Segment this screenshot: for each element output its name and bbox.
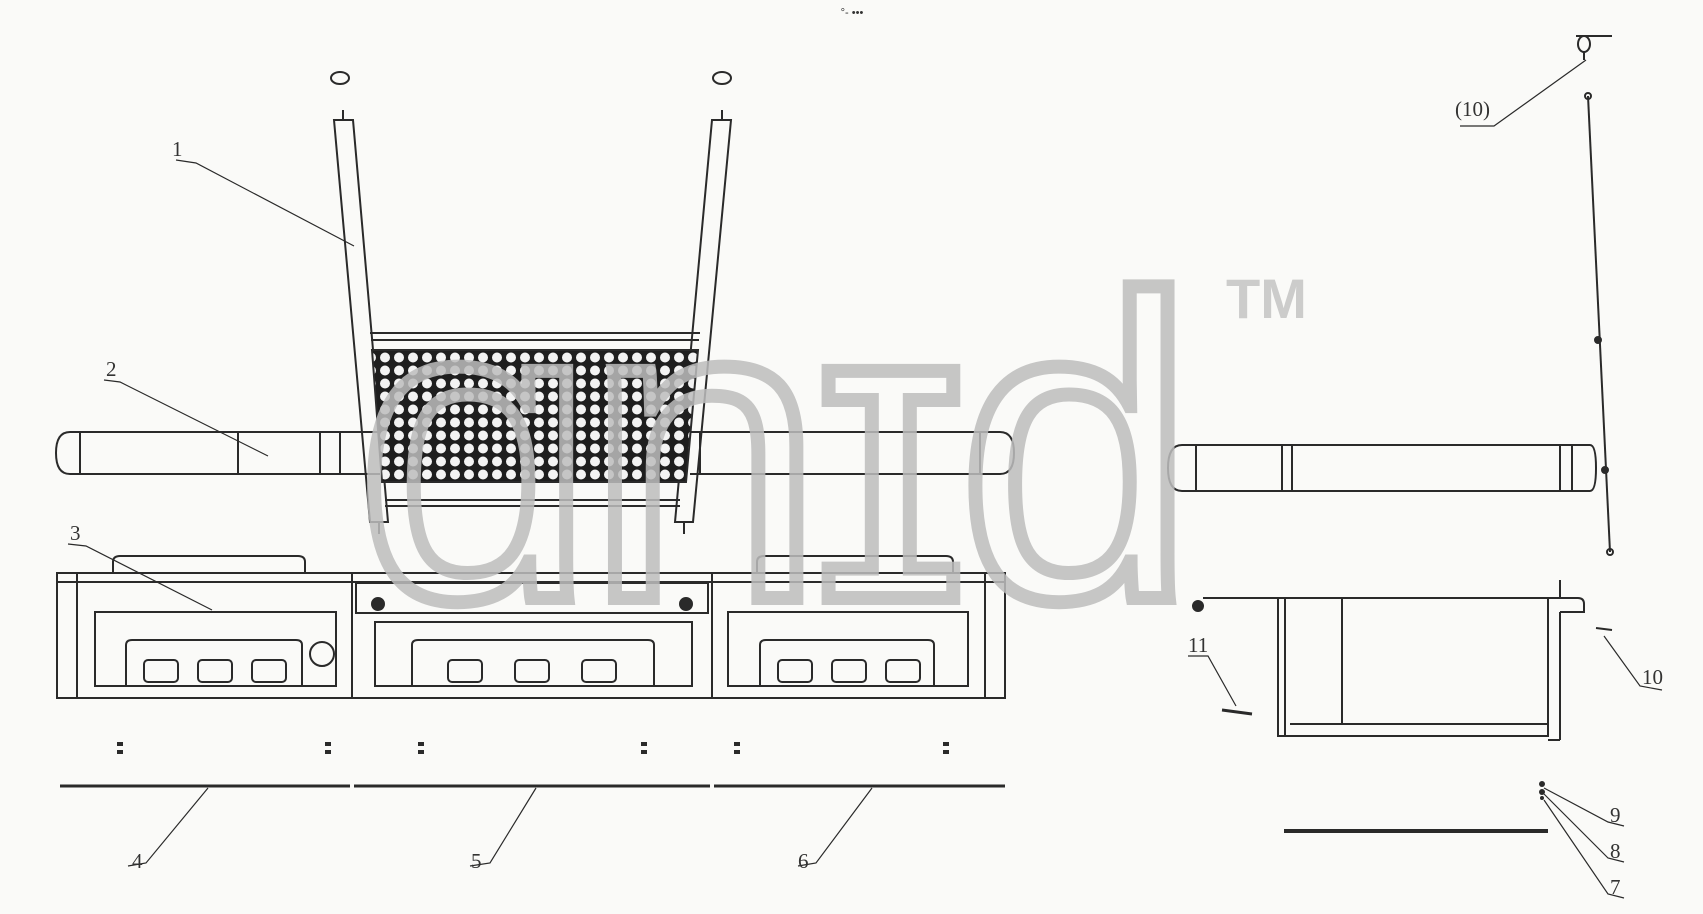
watermark-logo: ɑnɪd TM (349, 203, 1307, 697)
header-caption: °- ••• (841, 7, 864, 19)
callout-1: 1 (172, 137, 183, 161)
callout-7: 7 (1610, 875, 1621, 899)
hardware-stack (1539, 781, 1545, 800)
left-cap (330, 71, 350, 85)
callout-8: 8 (1610, 839, 1621, 863)
callout-5: 5 (471, 849, 482, 873)
perforated-mesh (370, 349, 700, 483)
callout-11: 11 (1188, 633, 1208, 657)
callout-2: 2 (106, 357, 117, 381)
left-post (332, 119, 390, 523)
fastener-row (117, 742, 949, 754)
watermark-trademark: TM (1226, 267, 1307, 330)
callout-6: 6 (798, 849, 809, 873)
callout-9: 9 (1610, 803, 1621, 827)
watermark-text: ɑnɪd (356, 210, 1187, 690)
callout-10: 10 (1642, 665, 1663, 689)
leader-lines (67, 59, 1663, 899)
callout-3: 3 (70, 521, 81, 545)
right-cap (712, 71, 732, 85)
bumper-box-assembly (56, 555, 1006, 699)
grille-assembly (330, 71, 733, 534)
side-tray (1192, 580, 1613, 741)
strap-assembly (1576, 35, 1614, 556)
callout-10-parenthesized: (10) (1455, 97, 1490, 121)
tube-bar-left (54, 431, 1016, 475)
tube-bar-right (1166, 444, 1598, 492)
callout-4: 4 (132, 849, 143, 873)
